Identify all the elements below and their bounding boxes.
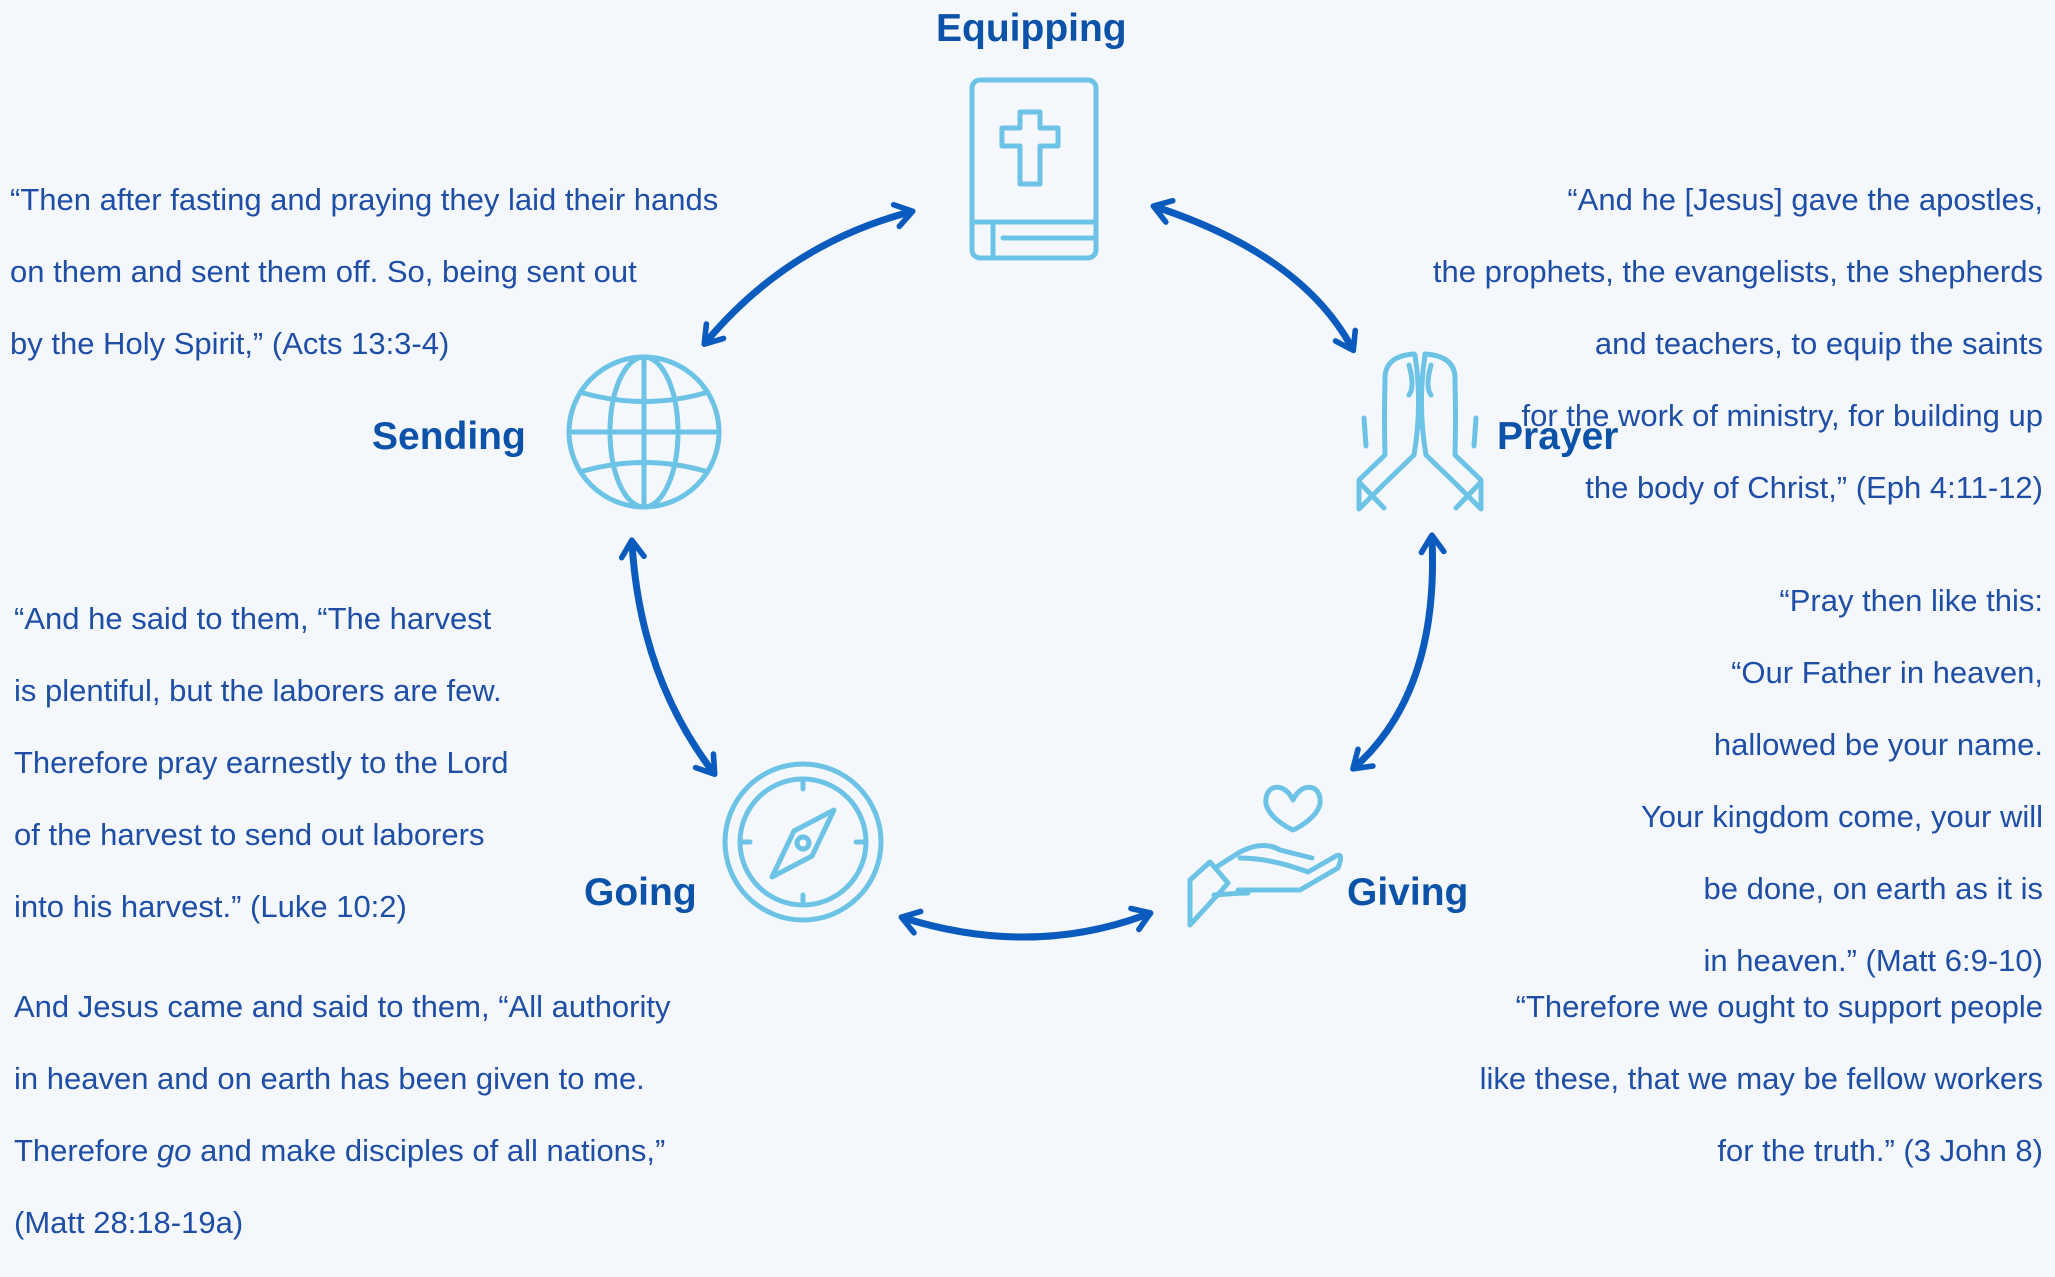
quote-line: “Then after fasting and praying they lai…	[10, 182, 719, 217]
quote-line: Therefore go and make disciples of all n…	[14, 1133, 671, 1169]
quote-line: the body of Christ,” (Eph 4:11-12)	[1585, 470, 2043, 505]
node-label-equipping: Equipping	[936, 7, 1127, 50]
quote-line: into his harvest.” (Luke 10:2)	[14, 889, 407, 924]
quote-line: (Matt 28:18-19a)	[14, 1205, 244, 1240]
quote-line: in heaven and on earth has been given to…	[14, 1061, 645, 1096]
node-label-sending: Sending	[372, 415, 526, 458]
quote-line: and teachers, to equip the saints	[1594, 326, 2043, 361]
quote-line: in heaven.” (Matt 6:9-10)	[1703, 943, 2043, 978]
quote-prayer: “Pray then like this: “Our Father in hea…	[1641, 547, 2043, 1015]
quote-giving: “Therefore we ought to support people li…	[1480, 953, 2043, 1205]
quote-sending: “And he said to them, “The harvest is pl…	[14, 565, 509, 961]
quote-line: Therefore pray earnestly to the Lord	[14, 745, 509, 780]
quote-line: hallowed be your name.	[1713, 727, 2043, 762]
quote-line: Your kingdom come, your will	[1640, 799, 2043, 834]
quote-line: on them and sent them off. So, being sen…	[10, 254, 637, 289]
quote-line: the prophets, the evangelists, the sheph…	[1432, 254, 2043, 289]
quote-line: “And he [Jesus] gave the apostles,	[1567, 182, 2043, 217]
quote-line: And Jesus came and said to them, “All au…	[14, 989, 671, 1024]
arrow-equipping-prayer	[1150, 197, 1359, 354]
quote-line: is plentiful, but the laborers are few.	[14, 673, 502, 708]
globe-icon	[566, 354, 722, 510]
quote-line: for the truth.” (3 John 8)	[1717, 1133, 2043, 1168]
giving-hand-heart-icon	[1187, 784, 1344, 928]
quote-fragment: and make disciples of all nations,”	[191, 1133, 666, 1168]
arrow-going-sending	[618, 537, 718, 778]
quote-emphasis: go	[157, 1133, 192, 1168]
node-label-going: Going	[584, 871, 697, 914]
quote-line: “Our Father in heaven,	[1731, 655, 2043, 690]
arrow-prayer-giving	[1350, 532, 1447, 772]
quote-fragment: Therefore	[14, 1133, 158, 1168]
quote-top-left: “Then after fasting and praying they lai…	[10, 146, 718, 398]
quote-line: by the Holy Spirit,” (Acts 13:3-4)	[10, 326, 450, 361]
node-label-prayer: Prayer	[1497, 415, 1619, 458]
quote-line: “Therefore we ought to support people	[1515, 989, 2043, 1024]
bible-icon	[969, 77, 1099, 261]
quote-line: be done, on earth as it is	[1703, 871, 2043, 906]
quote-equipping: “And he [Jesus] gave the apostles, the p…	[1433, 146, 2043, 542]
compass-icon	[722, 761, 884, 923]
cycle-diagram	[566, 77, 1484, 941]
arrow-sending-equipping	[701, 201, 916, 347]
node-label-giving: Giving	[1347, 871, 1469, 914]
quote-line: like these, that we may be fellow worker…	[1479, 1061, 2043, 1096]
praying-hands-icon	[1356, 351, 1484, 512]
quote-line: of the harvest to send out laborers	[14, 817, 485, 852]
quote-line: “Pray then like this:	[1779, 583, 2043, 618]
quote-going: And Jesus came and said to them, “All au…	[14, 953, 671, 1277]
arrow-giving-going	[898, 905, 1154, 941]
quote-line: “And he said to them, “The harvest	[14, 601, 492, 636]
quote-line: for the work of ministry, for building u…	[1521, 398, 2043, 433]
